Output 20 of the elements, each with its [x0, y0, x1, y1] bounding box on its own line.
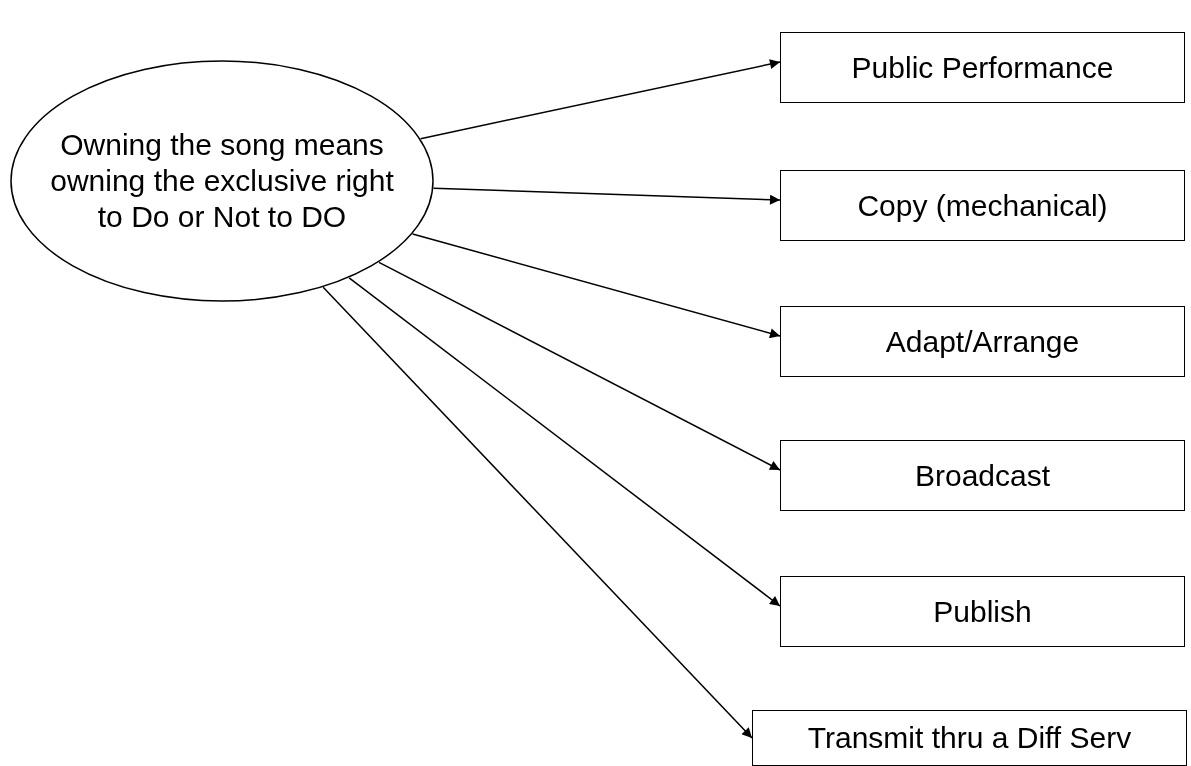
node-text: Publish [933, 593, 1032, 630]
node-text: Adapt/Arrange [885, 323, 1080, 360]
arrow [348, 277, 781, 607]
node-text: Transmit thru a Diff Serv [807, 720, 1132, 756]
node-text: Owning the song means owning the exclusive right to Do or Not to DO [49, 127, 395, 235]
process-box [780, 576, 1185, 647]
node-text: Public Performance [851, 49, 1114, 86]
arrow [411, 233, 781, 339]
process-box [780, 32, 1185, 103]
arrow [419, 59, 781, 140]
arrow [432, 187, 781, 205]
process-box [780, 440, 1185, 511]
process-box [780, 306, 1185, 377]
node-text: Copy (mechanical) [857, 187, 1108, 224]
ellipse-node [10, 60, 434, 302]
arrow [378, 261, 781, 471]
process-box [780, 170, 1185, 241]
process-box [752, 710, 1187, 766]
arrow [322, 286, 753, 739]
node-text: Broadcast [914, 457, 1051, 494]
